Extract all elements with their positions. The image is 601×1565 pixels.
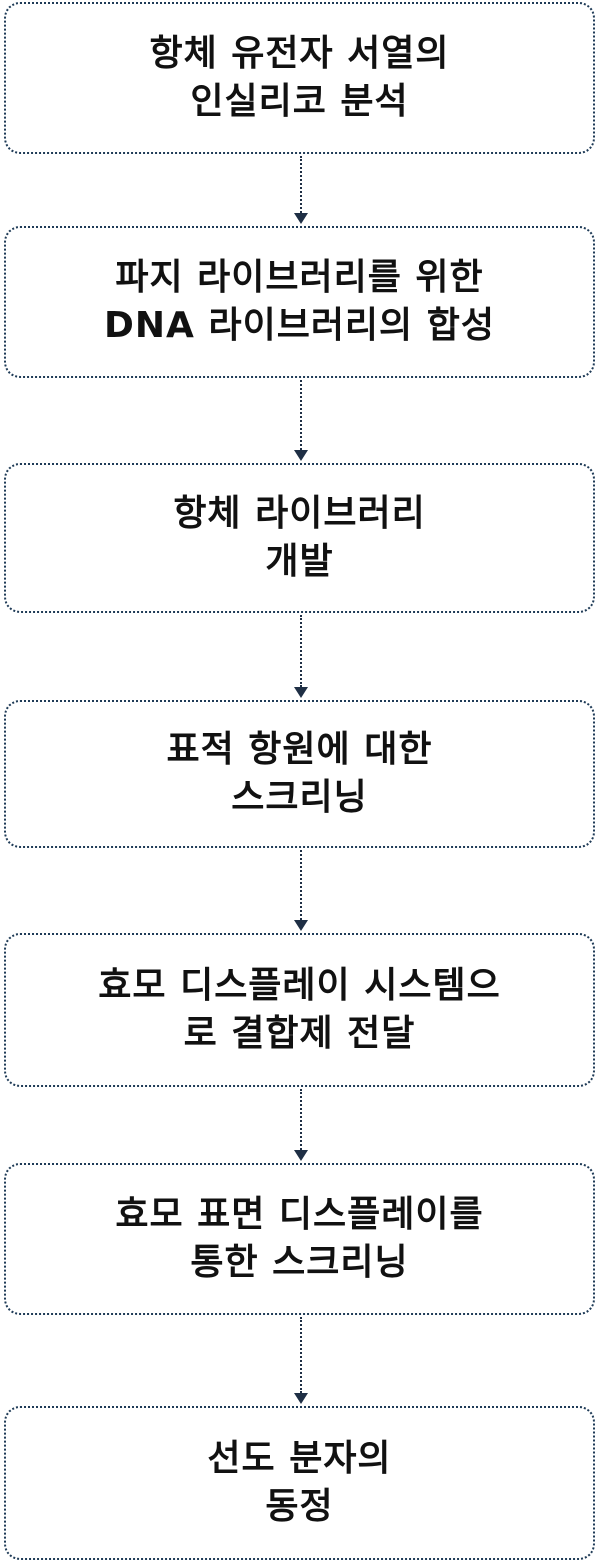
step-box-antibody-library-development: 항체 라이브러리 개발: [4, 463, 595, 613]
step-box-dna-library-synthesis: 파지 라이브러리를 위한 DNA 라이브러리의 합성: [4, 226, 595, 378]
arrow-stem: [300, 156, 302, 213]
step-label-line2: 로 결합제 전달: [184, 1010, 416, 1058]
arrow-down-icon: [294, 920, 308, 931]
arrow-stem: [300, 615, 302, 687]
step-label-line1: 항체 유전자 서열의: [149, 30, 449, 78]
step-label-line2: 동정: [265, 1483, 333, 1531]
step-box-lead-identification: 선도 분자의 동정: [4, 1406, 595, 1560]
step-label-line1: 선도 분자의: [207, 1435, 391, 1483]
step-label-line2: 통한 스크리닝: [190, 1239, 408, 1287]
step-label-line2: 개발: [265, 538, 333, 586]
arrow-down-icon: [294, 687, 308, 698]
flow-arrow: [297, 156, 305, 224]
arrow-stem: [300, 1317, 302, 1393]
flow-arrow: [297, 380, 305, 461]
flow-arrow: [297, 615, 305, 698]
step-box-target-antigen-screening: 표적 항원에 대한 스크리닝: [4, 700, 595, 848]
step-label-line1: 효모 표면 디스플레이를: [115, 1191, 483, 1239]
step-label-line2: DNA 라이브러리의 합성: [104, 302, 495, 350]
flow-arrow: [297, 850, 305, 931]
step-label-line2: 스크리닝: [231, 774, 367, 822]
step-label-line1: 항체 라이브러리: [173, 490, 425, 538]
step-box-yeast-display-transfer: 효모 디스플레이 시스템으 로 결합제 전달: [4, 933, 595, 1087]
step-box-insilico-analysis: 항체 유전자 서열의 인실리코 분석: [4, 2, 595, 154]
flow-arrow: [297, 1089, 305, 1161]
arrow-stem: [300, 380, 302, 450]
step-label-line2: 인실리코 분석: [190, 78, 408, 126]
arrow-stem: [300, 850, 302, 920]
arrow-down-icon: [294, 213, 308, 224]
arrow-down-icon: [294, 1393, 308, 1404]
step-label-line1: 파지 라이브러리를 위한: [115, 254, 483, 302]
step-box-yeast-surface-screening: 효모 표면 디스플레이를 통한 스크리닝: [4, 1163, 595, 1315]
arrow-down-icon: [294, 450, 308, 461]
arrow-down-icon: [294, 1150, 308, 1161]
step-label-line1: 표적 항원에 대한: [167, 726, 433, 774]
step-label-line1: 효모 디스플레이 시스템으: [98, 962, 500, 1010]
arrow-stem: [300, 1089, 302, 1150]
flow-arrow: [297, 1317, 305, 1404]
